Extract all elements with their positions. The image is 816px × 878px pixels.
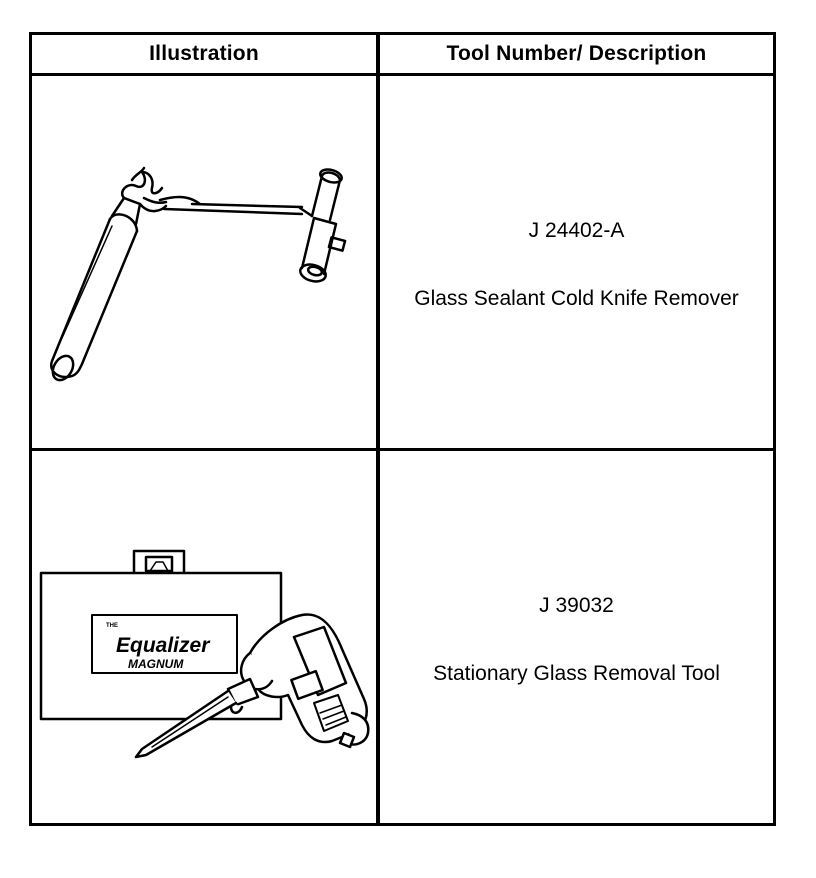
header-illustration: Illustration xyxy=(149,42,259,65)
tool-table: Illustration Tool Number/ Description xyxy=(29,32,776,826)
tool-description: Glass Sealant Cold Knife Remover xyxy=(414,287,739,310)
description-cell-2: J 39032 Stationary Glass Removal Tool xyxy=(380,451,773,823)
case-label-small: THE xyxy=(106,623,118,629)
tool-number: J 24402-A xyxy=(528,219,625,242)
cold-knife-remover-icon xyxy=(49,166,347,382)
illustration-cell-1 xyxy=(32,76,376,448)
description-cell-1: J 24402-A Glass Sealant Cold Knife Remov… xyxy=(380,76,773,448)
tool-number: J 39032 xyxy=(539,594,614,617)
case-label-brand: Equalizer xyxy=(116,634,211,657)
row-divider xyxy=(32,448,773,451)
header-tool-description: Tool Number/ Description xyxy=(446,42,707,65)
case-label-model: MAGNUM xyxy=(128,657,184,671)
tool-description: Stationary Glass Removal Tool xyxy=(433,662,720,685)
column-divider xyxy=(376,35,380,823)
illustration-cell-2: THE Equalizer MAGNUM xyxy=(32,451,376,823)
header-divider xyxy=(32,73,773,76)
glass-removal-tool-icon: THE Equalizer MAGNUM xyxy=(39,549,370,759)
